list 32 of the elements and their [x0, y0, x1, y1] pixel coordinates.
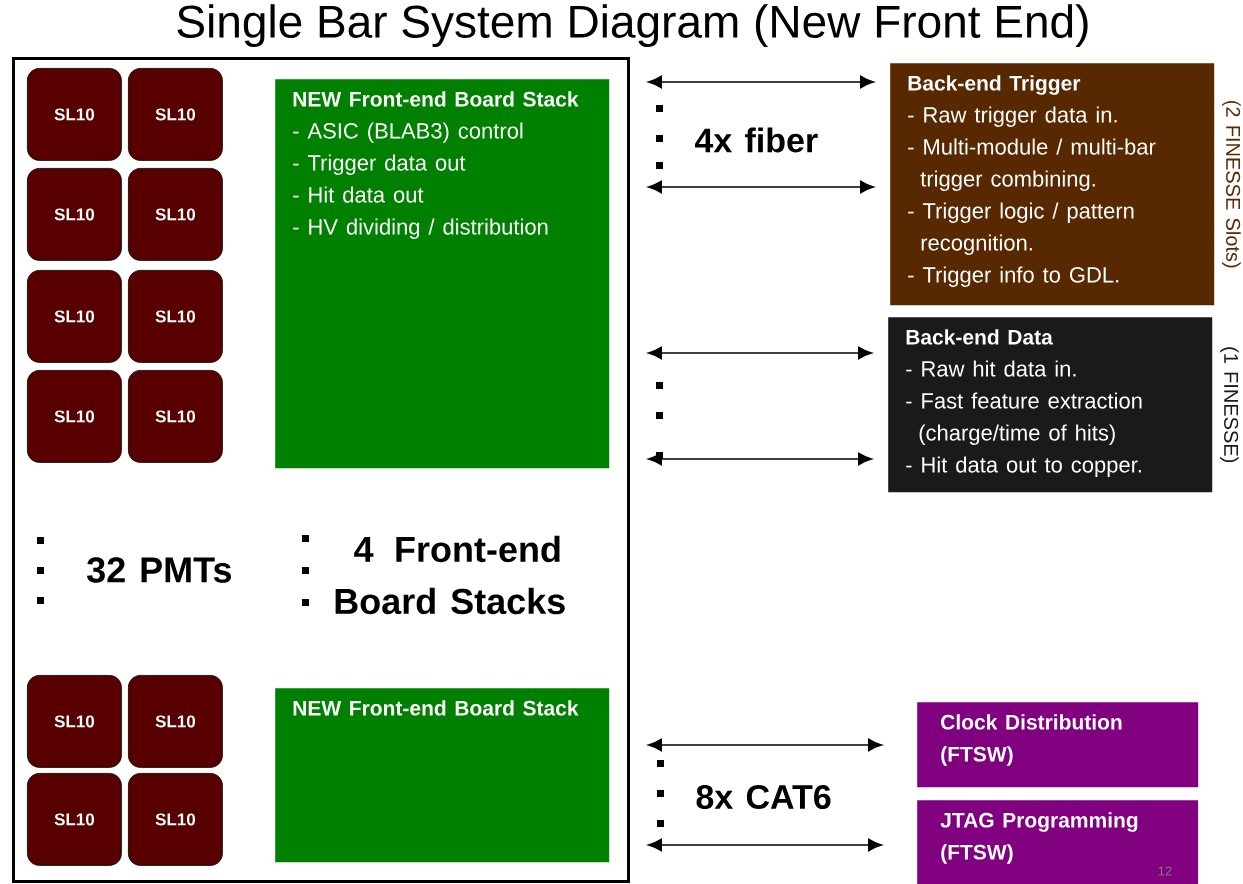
block-box: NEW Front-end Board Stack: [275, 688, 610, 863]
title: Single Bar System Diagram (New Front End): [177, 4, 1088, 48]
arrow: [648, 75, 874, 89]
link-label: 8x CAT6: [696, 784, 831, 810]
arrow: [648, 180, 874, 194]
group-label: 4 Front-end Board Stacks: [335, 535, 565, 615]
page-number: 12: [1158, 866, 1172, 876]
pmt-box: SL10: [27, 773, 122, 866]
pmt-box: SL10: [27, 168, 122, 261]
block-box: Back-end Data - Raw hit data in. - Fast feature extraction (charge/time of hits) - Hit data out to copper.: [888, 317, 1213, 493]
block-box: Clock Distribution (FTSW): [917, 702, 1199, 788]
block-box: NEW Front-end Board Stack - ASIC (BLAB3) control - Trigger data out - Hit data out - HV dividing / distribution: [275, 79, 610, 469]
side-label: (1 FINESSE): [1220, 347, 1239, 463]
pmt-box: SL10: [128, 675, 223, 768]
pmt-box: SL10: [27, 675, 122, 768]
pmt-box: SL10: [128, 370, 223, 463]
arrow: [648, 452, 872, 466]
arrow: [648, 346, 872, 360]
frame-box: [12, 57, 630, 883]
arrow: [648, 838, 882, 852]
pmt-box: SL10: [128, 68, 223, 161]
pmt-box: SL10: [128, 773, 223, 866]
group-label: 32 PMTs: [87, 557, 232, 583]
pmt-box: SL10: [128, 270, 223, 363]
pmt-box: SL10: [128, 168, 223, 261]
arrow: [648, 738, 882, 752]
side-label: (2 FINESSE Slots): [1222, 101, 1241, 268]
block-box: Back-end Trigger - Raw trigger data in. - Multi-module / multi-bar trigger combining. - Trigger logic / pattern recognition. - Trigger info to GDL.: [890, 63, 1215, 306]
pmt-box: SL10: [27, 370, 122, 463]
link-label: 4x fiber: [694, 127, 818, 153]
pmt-box: SL10: [27, 270, 122, 363]
pmt-box: SL10: [27, 68, 122, 161]
